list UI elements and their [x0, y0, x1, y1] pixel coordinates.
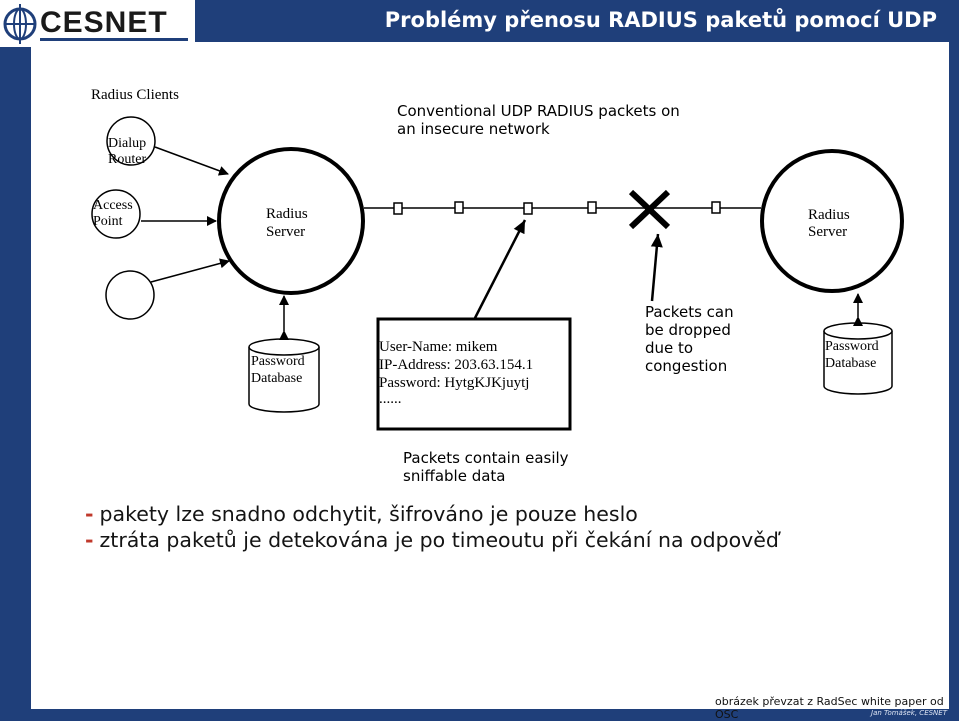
server-left-label: Radius Server — [266, 206, 311, 240]
packet — [393, 202, 403, 215]
bullet-list: -pakety lze snadno odchytit, šifrováno j… — [85, 501, 779, 553]
client-node — [105, 270, 155, 320]
bullet-item: -ztráta paketů je detekována je po timeo… — [85, 527, 779, 553]
radius-server-right — [760, 149, 904, 293]
clients-label: Radius Clients — [91, 87, 179, 103]
logo-underline — [40, 38, 188, 41]
logo-wordmark: CESNET — [40, 6, 168, 39]
radius-server-left — [217, 147, 365, 295]
client-arrow — [150, 258, 230, 283]
bullet-item: -pakety lze snadno odchytit, šifrováno j… — [85, 501, 779, 527]
globe-icon — [3, 4, 37, 44]
packet-content-box — [376, 317, 572, 431]
access-point-label: Access Point — [93, 198, 136, 229]
dialup-router-node — [106, 116, 156, 166]
password-database-right — [823, 322, 893, 395]
packet — [587, 201, 597, 214]
packet — [711, 201, 721, 214]
dialup-router-label: Dialup Router — [108, 136, 150, 167]
author-note: Jan Tomášek, CESNET — [871, 709, 947, 717]
db-left-label: Password Database — [251, 354, 308, 386]
drop-caption: Packets can be dropped due to congestion — [645, 303, 738, 375]
bullet-text: pakety lze snadno odchytit, šifrováno je… — [99, 502, 638, 526]
network-caption: Conventional UDP RADIUS packets on an in… — [397, 102, 685, 138]
drop-arrow — [650, 233, 663, 302]
access-point-node — [91, 189, 141, 239]
sniff-arrow — [473, 219, 527, 319]
slide-title: Problémy přenosu RADIUS paketů pomocí UD… — [384, 8, 937, 32]
sniff-caption: Packets contain easily sniffable data — [403, 449, 573, 485]
packet-content-text: User-Name: mikem IP-Address: 203.63.154.… — [379, 339, 537, 407]
db-right-label: Password Database — [825, 339, 882, 371]
dialup-arrow — [154, 146, 229, 176]
source-note: obrázek převzat z RadSec white paper od … — [715, 695, 944, 721]
packet — [454, 201, 464, 214]
server-right-label: Radius Server — [808, 207, 853, 240]
bullet-dash: - — [85, 528, 94, 552]
packet — [523, 202, 533, 215]
password-database-left — [248, 338, 320, 413]
bullet-text: ztráta paketů je detekována je po timeou… — [99, 528, 779, 552]
bullet-dash: - — [85, 502, 94, 526]
dropped-packet-cross — [628, 189, 671, 230]
cesnet-logo: CESNET — [0, 0, 195, 47]
